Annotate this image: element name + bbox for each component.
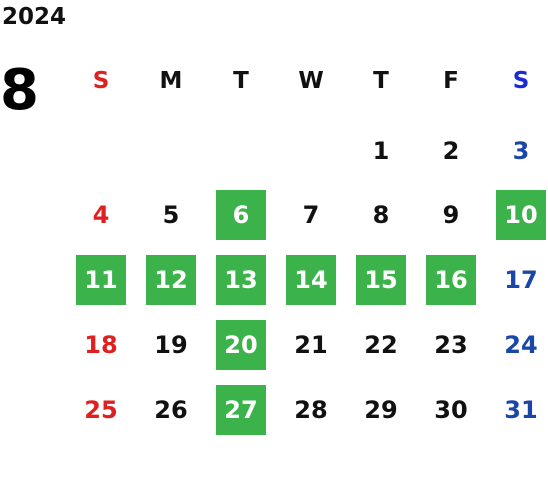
month-number: 8 [0, 58, 39, 123]
day-cell[interactable]: 14 [286, 255, 336, 305]
day-cell[interactable]: 20 [216, 320, 266, 370]
day-cell[interactable]: 9 [442, 201, 460, 229]
day-cell[interactable]: 21 [294, 331, 328, 359]
day-cell[interactable]: 15 [356, 255, 406, 305]
day-cell[interactable]: 16 [426, 255, 476, 305]
weekday-header-monday: M [159, 68, 183, 94]
day-cell[interactable]: 26 [154, 396, 188, 424]
day-cell[interactable]: 7 [302, 201, 320, 229]
day-cell[interactable]: 18 [84, 331, 118, 359]
day-cell[interactable]: 8 [372, 201, 390, 229]
day-cell[interactable]: 22 [364, 331, 398, 359]
day-cell[interactable]: 29 [364, 396, 398, 424]
weekday-header-thursday: T [373, 68, 389, 94]
weekday-header-tuesday: T [233, 68, 249, 94]
day-cell[interactable]: 3 [512, 137, 530, 165]
day-cell[interactable]: 30 [434, 396, 468, 424]
day-cell[interactable]: 24 [504, 331, 538, 359]
day-cell[interactable]: 17 [504, 266, 538, 294]
day-cell[interactable]: 23 [434, 331, 468, 359]
day-cell[interactable]: 31 [504, 396, 538, 424]
day-cell[interactable]: 19 [154, 331, 188, 359]
day-cell[interactable]: 4 [92, 201, 110, 229]
day-cell[interactable]: 2 [442, 137, 460, 165]
day-cell[interactable]: 13 [216, 255, 266, 305]
day-cell[interactable]: 12 [146, 255, 196, 305]
day-cell[interactable]: 6 [216, 190, 266, 240]
day-cell[interactable]: 11 [76, 255, 126, 305]
day-cell[interactable]: 28 [294, 396, 328, 424]
weekday-header-friday: F [443, 68, 459, 94]
day-cell[interactable]: 1 [372, 137, 390, 165]
weekday-header-saturday: S [512, 68, 530, 94]
year-label: 2024 [2, 4, 67, 30]
day-cell[interactable]: 5 [162, 201, 180, 229]
day-cell[interactable]: 27 [216, 385, 266, 435]
day-cell[interactable]: 10 [496, 190, 546, 240]
weekday-header-sunday: S [92, 68, 110, 94]
day-cell[interactable]: 25 [84, 396, 118, 424]
weekday-header-wednesday: W [298, 68, 324, 94]
